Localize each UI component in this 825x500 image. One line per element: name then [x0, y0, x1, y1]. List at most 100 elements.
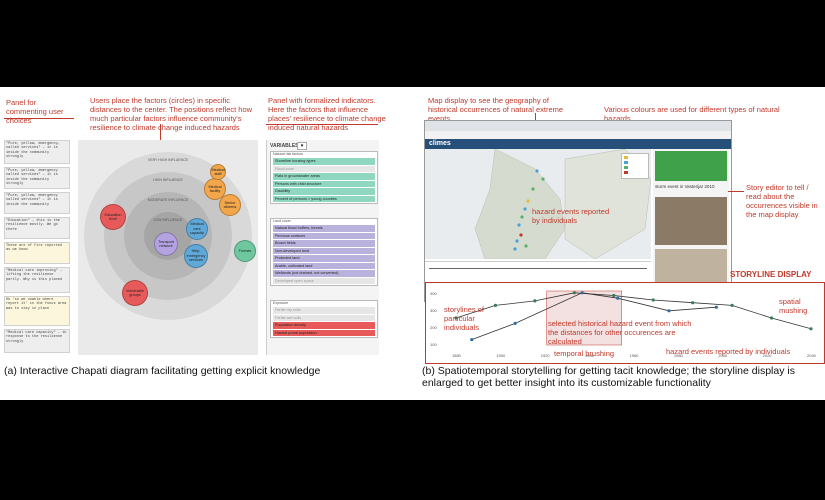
ring-label: HIGH INFLUENCE [153, 178, 183, 182]
selected-event-annotation: selected historical hazard event from wh… [548, 319, 692, 346]
story-editor[interactable]: storm event in Vasterijar 2010 [653, 149, 729, 299]
comment-text: "Medical care capacity" – in response to… [6, 331, 67, 344]
hazard-point[interactable] [524, 244, 528, 248]
variable-item[interactable]: Natural flood buffers, forests [273, 225, 375, 232]
caption-letter: (b) [422, 365, 435, 377]
variable-item[interactable]: Non-developed land [273, 247, 375, 254]
variables-dropdown-icon[interactable]: ▾ [297, 142, 307, 150]
factor-circle[interactable]: Medical care capacity [186, 218, 208, 240]
legend-swatch [624, 171, 628, 174]
factor-label: Medical facility [208, 184, 222, 193]
hazard-point[interactable] [517, 223, 521, 227]
hazard-point[interactable] [519, 233, 523, 237]
hazard-point[interactable] [541, 177, 545, 181]
variable-item[interactable]: Shoreline housing types [273, 158, 375, 165]
storyline-point[interactable] [730, 303, 734, 307]
variable-item[interactable]: Arable, cultivated land [273, 262, 375, 269]
factor-circle[interactable]: Vulnerable groups [122, 280, 148, 306]
hazard-point[interactable] [526, 199, 530, 203]
map-display[interactable] [425, 149, 651, 259]
storyline-point[interactable] [493, 303, 498, 307]
storyline-point[interactable] [714, 305, 718, 309]
legend-swatch [624, 166, 628, 169]
storyline-point[interactable] [454, 316, 458, 320]
ring-label: MODERATE INFLUENCE [147, 198, 189, 202]
timeline-strip[interactable] [425, 261, 651, 274]
hazard-point[interactable] [523, 207, 527, 211]
variable-item[interactable]: Percent of persons > young counties [273, 195, 375, 202]
center-note-annotation: Users place the factors (circles) in spe… [90, 96, 253, 132]
indicators-annotation: Panel with formalized indicators. Here t… [268, 96, 386, 132]
storyline-point[interactable] [769, 316, 774, 320]
ring-label: VERY HIGH INFLUENCE [148, 158, 188, 162]
variable-item[interactable]: Fertile wet soils [273, 314, 375, 321]
factor-circle[interactable]: Education level [100, 204, 126, 230]
storyline-point[interactable] [572, 291, 576, 295]
variable-group-landcover: Land cover Natural flood buffers, forest… [270, 218, 378, 286]
storyline-series[interactable] [471, 292, 717, 340]
storyline-point[interactable] [513, 321, 517, 325]
storyline-point[interactable] [616, 296, 620, 300]
comment-item[interactable]: Ok 'so we unable where report it' in the… [4, 296, 70, 326]
indicators-bracket [266, 124, 378, 125]
storyline-point[interactable] [580, 291, 584, 295]
variable-item[interactable]: Protected land [273, 255, 375, 262]
factor-circle[interactable]: Help, emergency services [184, 244, 208, 268]
variable-item[interactable]: Wetlands (not drained, not converted) [273, 270, 375, 277]
hazard-events-annotation: hazard events reported by individuals [532, 207, 610, 225]
storyline-point[interactable] [612, 293, 616, 298]
variable-item[interactable]: Hazard prone population [273, 329, 375, 336]
variable-item[interactable]: Developed open space [273, 277, 375, 284]
variable-item[interactable]: Fertile dry soils [273, 307, 375, 314]
storyline-series[interactable] [455, 292, 812, 330]
variable-item[interactable]: Flood zone [273, 165, 375, 172]
storyline-point[interactable] [691, 301, 695, 305]
variable-item[interactable]: Persons with child structure [273, 180, 375, 187]
variable-item[interactable]: Disability [273, 188, 375, 195]
comment-item[interactable]: "Education" – this is the resilience mos… [4, 217, 70, 239]
factor-circle[interactable]: Transport network [154, 232, 178, 256]
storyline-point[interactable] [667, 309, 671, 313]
variable-item[interactable]: Brown fields [273, 240, 375, 247]
caption-text: Interactive Chapati diagram facilitating… [19, 365, 321, 377]
comment-item[interactable]: "Pure, yellow, emergency called services… [4, 167, 70, 189]
hazard-point[interactable] [513, 247, 517, 251]
storyline-point[interactable] [470, 338, 474, 342]
comment-item[interactable]: "Medical care improving" – lifting the r… [4, 267, 70, 293]
temporal-brush[interactable] [546, 290, 622, 346]
storyline-point[interactable] [651, 298, 655, 302]
hazard-point[interactable] [520, 215, 524, 219]
factor-label: Transport network [157, 239, 175, 248]
story-editor-annotation: Story editor to tell / read about the oc… [746, 183, 818, 219]
factor-circle[interactable]: Forests [234, 240, 256, 262]
storyline-point[interactable] [533, 299, 537, 303]
comment-item[interactable]: "Pure, yellow, emergency called services… [4, 192, 70, 214]
x-tick-label: 1920 [541, 353, 551, 358]
factor-circle[interactable]: Senior citizens [219, 194, 241, 216]
map-legend [621, 153, 649, 179]
x-tick-label: 1880 [452, 353, 462, 358]
variable-item[interactable]: Population density [273, 322, 375, 329]
hazard-point[interactable] [515, 239, 519, 243]
hazard-point[interactable] [535, 169, 539, 173]
variable-item[interactable]: Flats in groundwater areas [273, 173, 375, 180]
caption-text: Spatiotemporal storytelling for getting … [422, 365, 795, 389]
comment-item[interactable]: These are of fire reported as we know [4, 242, 70, 264]
comment-panel-bracket [4, 118, 74, 119]
story-item-title[interactable]: storm event in Vasterijar 2010 [655, 184, 715, 189]
map-display-annotation: Map display to see the geography of hist… [428, 96, 564, 123]
browser-window[interactable]: climes storm event [424, 120, 732, 302]
factor-label: Education level [104, 212, 122, 221]
y-tick-label: 200 [430, 325, 437, 330]
variables-panel[interactable]: VARIABLES ▾ Natural risk factors Shoreli… [266, 140, 379, 355]
variable-item[interactable]: Pervious surfaces [273, 232, 375, 239]
group-header: Land cover [273, 219, 291, 223]
chapati-diagram[interactable]: VERY HIGH INFLUENCE HIGH INFLUENCE MODER… [78, 140, 258, 355]
storyline-point[interactable] [809, 327, 813, 331]
comment-item[interactable]: "Pure, yellow, emergency, called service… [4, 140, 70, 164]
comment-item[interactable]: "Medical care capacity" – in response to… [4, 329, 70, 353]
group-header: Exposure [273, 301, 289, 305]
hazard-point[interactable] [531, 187, 535, 191]
factor-circle[interactable]: Medical staff [210, 164, 226, 180]
